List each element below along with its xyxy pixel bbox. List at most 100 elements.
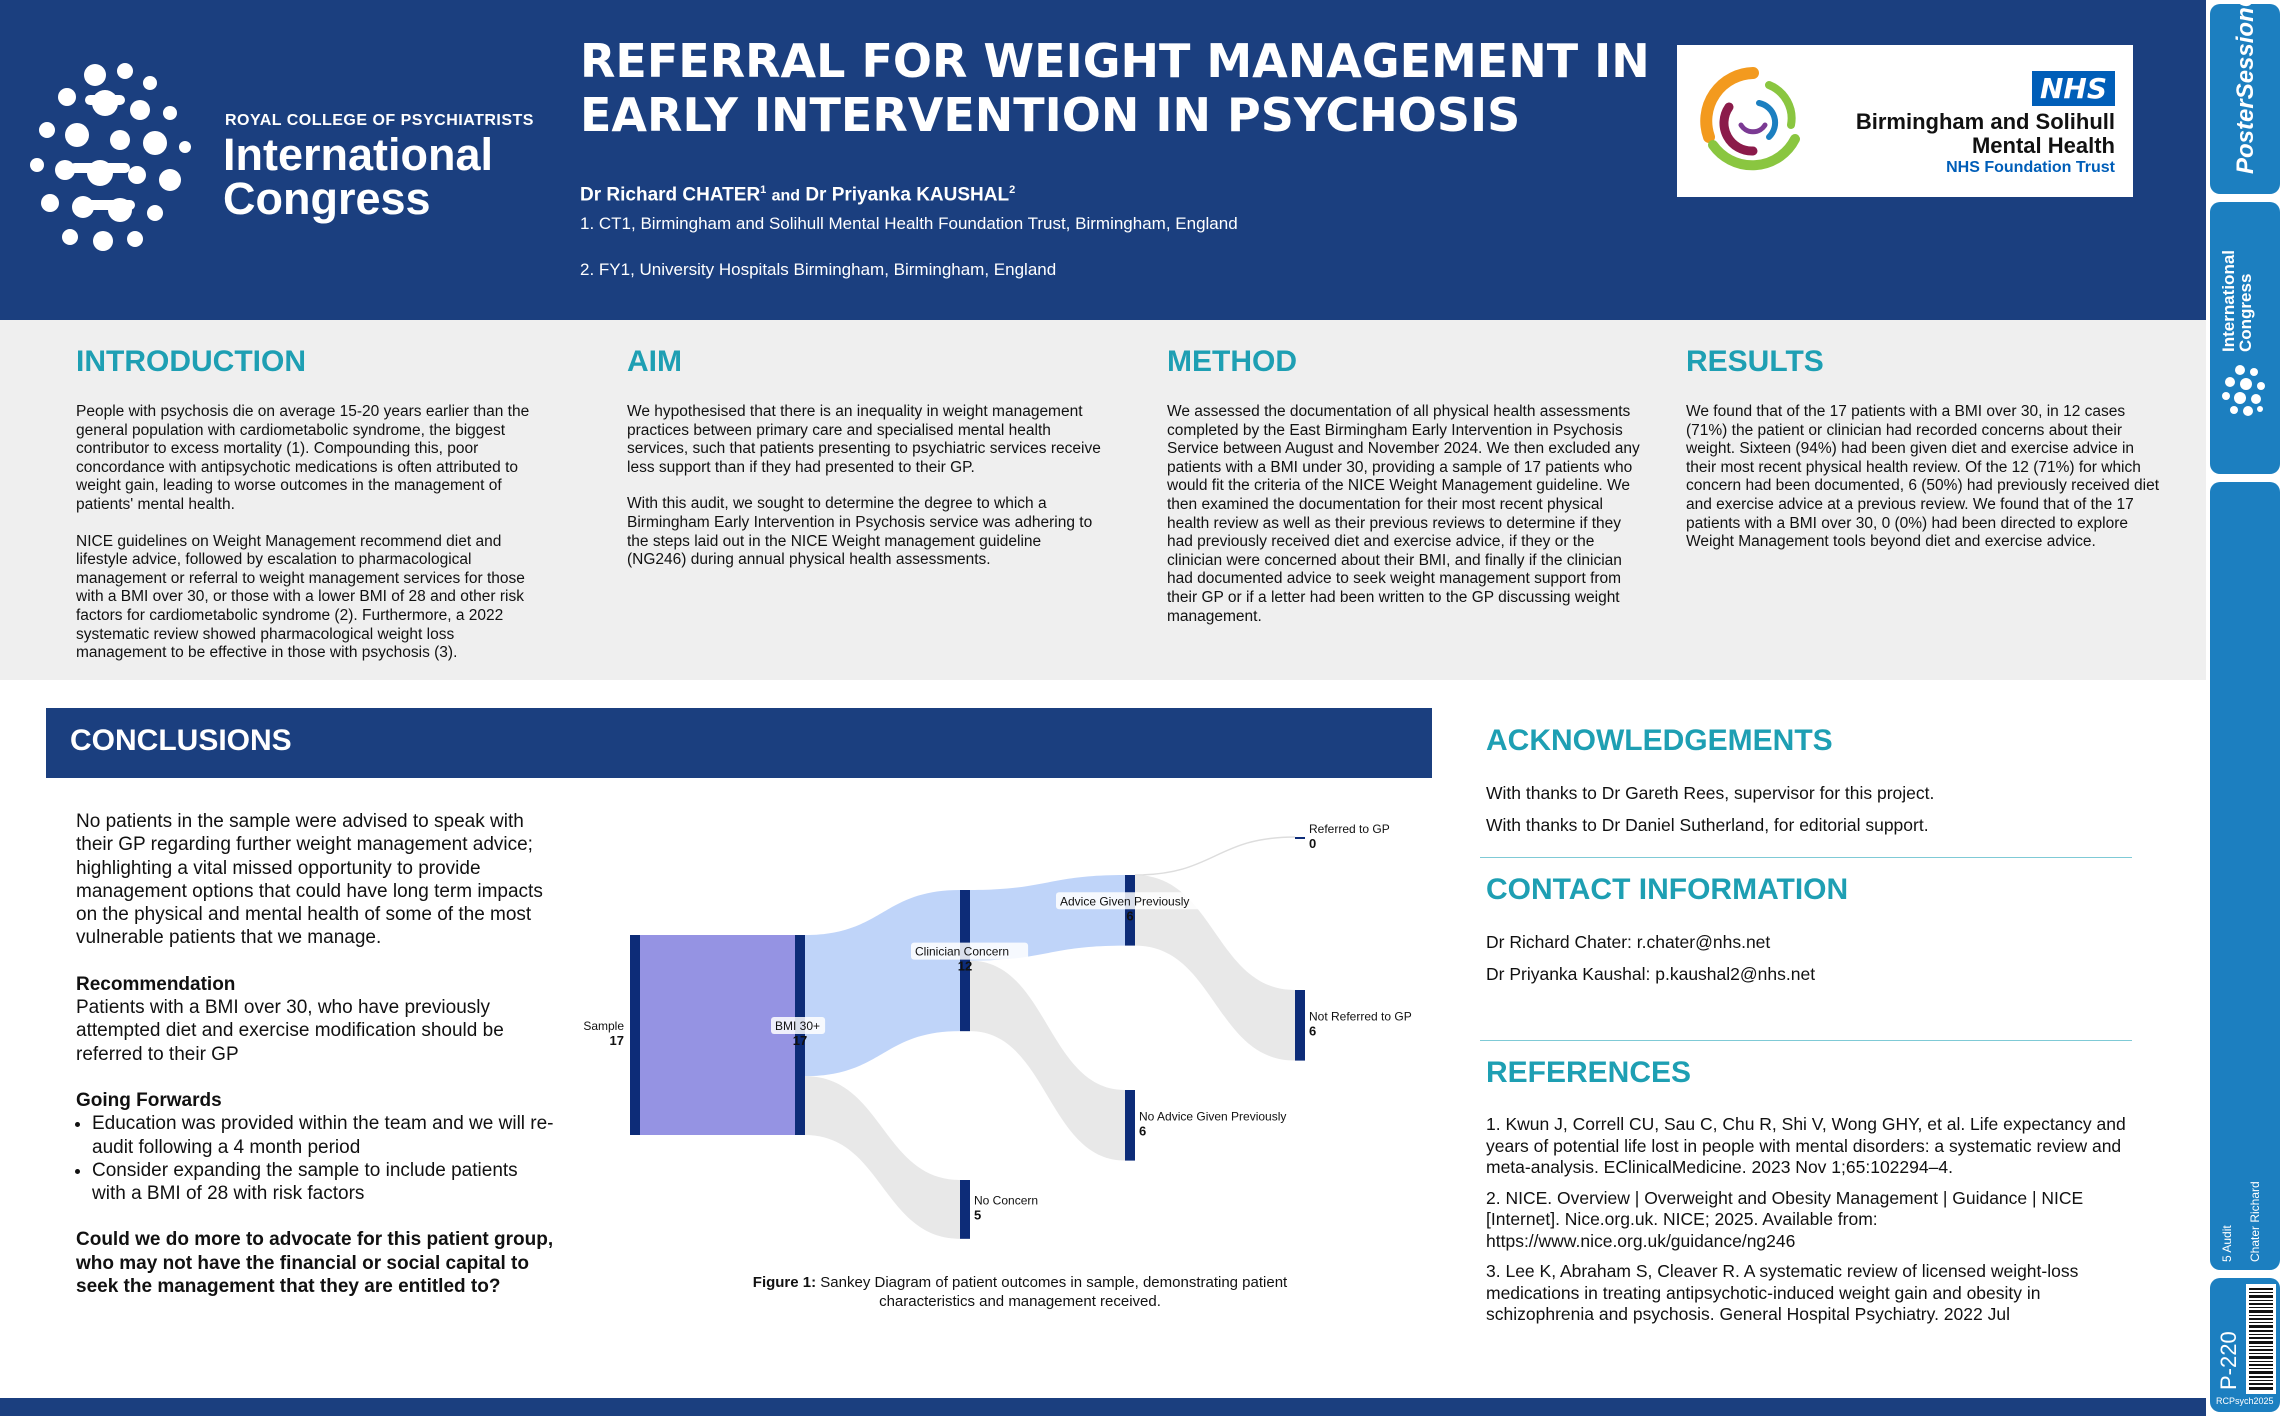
going-forwards-list: Education was provided within the team a… [76, 1112, 556, 1205]
introduction-p2: NICE guidelines on Weight Management rec… [76, 532, 525, 662]
divider-1 [1480, 857, 2132, 858]
acknowledgement-1: With thanks to Dr Gareth Rees, superviso… [1486, 783, 1935, 803]
sidebar-congress-line1: International [2219, 249, 2238, 352]
conclusions-p1: No patients in the sample were advised t… [76, 811, 543, 949]
sankey-nodes [630, 837, 1305, 1239]
list-item: Education was provided within the team a… [92, 1112, 556, 1159]
conclusions-body: No patients in the sample were advised t… [76, 810, 556, 1321]
aim-p1: We hypothesised that there is an inequal… [627, 403, 1101, 476]
sidebar-tag-2: Chater Richard [2248, 1181, 2262, 1262]
results-body: We found that of the 17 patients with a … [1686, 403, 2161, 570]
author-2-sup: 2 [1009, 184, 1016, 196]
method-body: We assessed the documentation of all phy… [1167, 403, 1642, 644]
aim-p2: With this audit, we sought to determine … [627, 495, 1093, 569]
aim-heading: AIM [627, 345, 682, 378]
college-name: ROYAL COLLEGE OF PSYCHIATRISTS [225, 112, 534, 129]
figure-caption: Figure 1: Sankey Diagram of patient outc… [740, 1273, 1300, 1311]
reference-item: 1. Kwun J, Correll CU, Sau C, Chu R, Shi… [1486, 1114, 2126, 1177]
contact-1: Dr Richard Chater: r.chater@nhs.net [1486, 932, 1771, 952]
congress-logo-icon [30, 63, 191, 251]
poster-id: P-220 [2216, 1331, 2241, 1390]
recommendation-text: Patients with a BMI over 30, who have pr… [76, 997, 504, 1065]
divider-2 [1480, 1040, 2132, 1041]
author-2: Dr Priyanka KAUSHAL [805, 184, 1010, 206]
results-heading: RESULTS [1686, 345, 1824, 378]
author-1: Dr Richard CHATER [580, 184, 761, 206]
trust-name-line1: Birmingham and Solihull [1855, 109, 2115, 134]
trust-logo-icon [1700, 67, 1800, 171]
acknowledgements-heading: ACKNOWLEDGEMENTS [1486, 724, 1833, 757]
sankey-label-bg [771, 1017, 826, 1034]
affiliation-2: 2. FY1, University Hospitals Birmingham,… [580, 260, 1057, 279]
affiliation-1: 1. CT1, Birmingham and Solihull Mental H… [580, 214, 1238, 233]
figure-caption-text: Sankey Diagram of patient outcomes in sa… [820, 1274, 1288, 1310]
conclusions-question: Could we do more to advocate for this pa… [76, 1229, 554, 1298]
footer-bar [0, 1398, 2206, 1416]
conclusions-heading: CONCLUSIONS [70, 724, 292, 757]
sidebar-info-block[interactable]: 5 Audit Chater Richard [2210, 482, 2280, 1270]
sankey-node-value: 0 [1309, 836, 1316, 851]
sidebar-congress-block[interactable]: International Congress [2210, 202, 2280, 474]
sankey-node-label: BMI 30+ [775, 1019, 820, 1033]
acknowledgement-2: With thanks to Dr Daniel Sutherland, for… [1486, 815, 1929, 835]
sankey-node-value: 12 [958, 959, 972, 974]
conclusions-band [46, 708, 1432, 778]
congress-name-line1: International [223, 129, 494, 180]
reference-item: 2. NICE. Overview | Overweight and Obesi… [1486, 1187, 2084, 1251]
sankey-node-label: No Concern [974, 1193, 1038, 1207]
author-1-sup: 1 [760, 184, 767, 196]
sankey-node-value: 5 [974, 1207, 981, 1222]
congress-name-line2: Congress [223, 173, 431, 224]
results-p1: We found that of the 17 patients with a … [1686, 403, 2160, 551]
sankey-node-noadvice [1125, 1090, 1135, 1161]
sidebar-congress-text: International Congress [2219, 249, 2255, 352]
introduction-body: People with psychosis die on average 15-… [76, 403, 546, 681]
sankey-node-advice [1125, 875, 1135, 946]
sidebar-id-block[interactable]: P-220 RCPsych2025 [2210, 1278, 2280, 1412]
poster-title: REFERRAL FOR WEIGHT MANAGEMENT IN EARLY … [580, 34, 1650, 142]
sankey-label-notref: Not Referred to GP6 [1309, 1009, 1412, 1038]
sankey-node-bmi [795, 935, 805, 1135]
method-p1: We assessed the documentation of all phy… [1167, 403, 1640, 625]
list-item: Consider expanding the sample to include… [92, 1159, 556, 1206]
congress-name: International Congress [223, 129, 494, 224]
going-forwards-heading: Going Forwards [76, 1089, 222, 1111]
sankey-link-concern-noadvice [970, 960, 1125, 1161]
congress-logo-icon [2222, 365, 2265, 416]
sidebar-tag-1: 5 Audit [2220, 1225, 2234, 1262]
trust-name-line3: NHS Foundation Trust [1946, 159, 2115, 176]
sankey-node-value: 6 [1126, 908, 1133, 923]
sankey-link-advice-referred [1134, 836, 1296, 876]
sankey-node-label: Referred to GP [1309, 822, 1390, 836]
author-line: Dr Richard CHATER1 and Dr Priyanka KAUSH… [580, 184, 1015, 206]
sankey-node-label: No Advice Given Previously [1139, 1109, 1286, 1123]
sankey-label-referred: Referred to GP0 [1309, 822, 1390, 851]
sankey-node-label: Sample [583, 1019, 624, 1033]
sankey-node-sample [630, 935, 640, 1135]
sankey-links [640, 836, 1296, 1239]
sankey-node-concern [960, 890, 970, 1032]
sankey-link-sample-bmi [640, 935, 795, 1135]
aim-body: We hypothesised that there is an inequal… [627, 403, 1102, 588]
references-heading: REFERENCES [1486, 1056, 1692, 1089]
introduction-heading: INTRODUCTION [76, 345, 306, 378]
sidebar-event: RCPsych2025 [2216, 1396, 2274, 1406]
sankey-node-notref [1295, 990, 1305, 1061]
sidebar-pso-block[interactable]: PosterSessionOnline [2210, 0, 2280, 194]
sankey-node-label: Not Referred to GP [1309, 1009, 1412, 1023]
sankey-node-value: 6 [1309, 1023, 1316, 1038]
sankey-label-bg [1056, 892, 1211, 910]
sankey-node-noconcern [960, 1180, 970, 1239]
sidebar-congress-line2: Congress [2236, 273, 2255, 352]
reference-item: 3. Lee K, Abraham S, Cleaver R. A system… [1486, 1261, 2079, 1324]
nhs-badge: NHS [2031, 71, 2115, 106]
sankey-node-value: 6 [1139, 1123, 1146, 1138]
sidebar-pso-text: PosterSessionOnline [2232, 0, 2259, 174]
sankey-node-label: Advice Given Previously [1060, 894, 1189, 908]
